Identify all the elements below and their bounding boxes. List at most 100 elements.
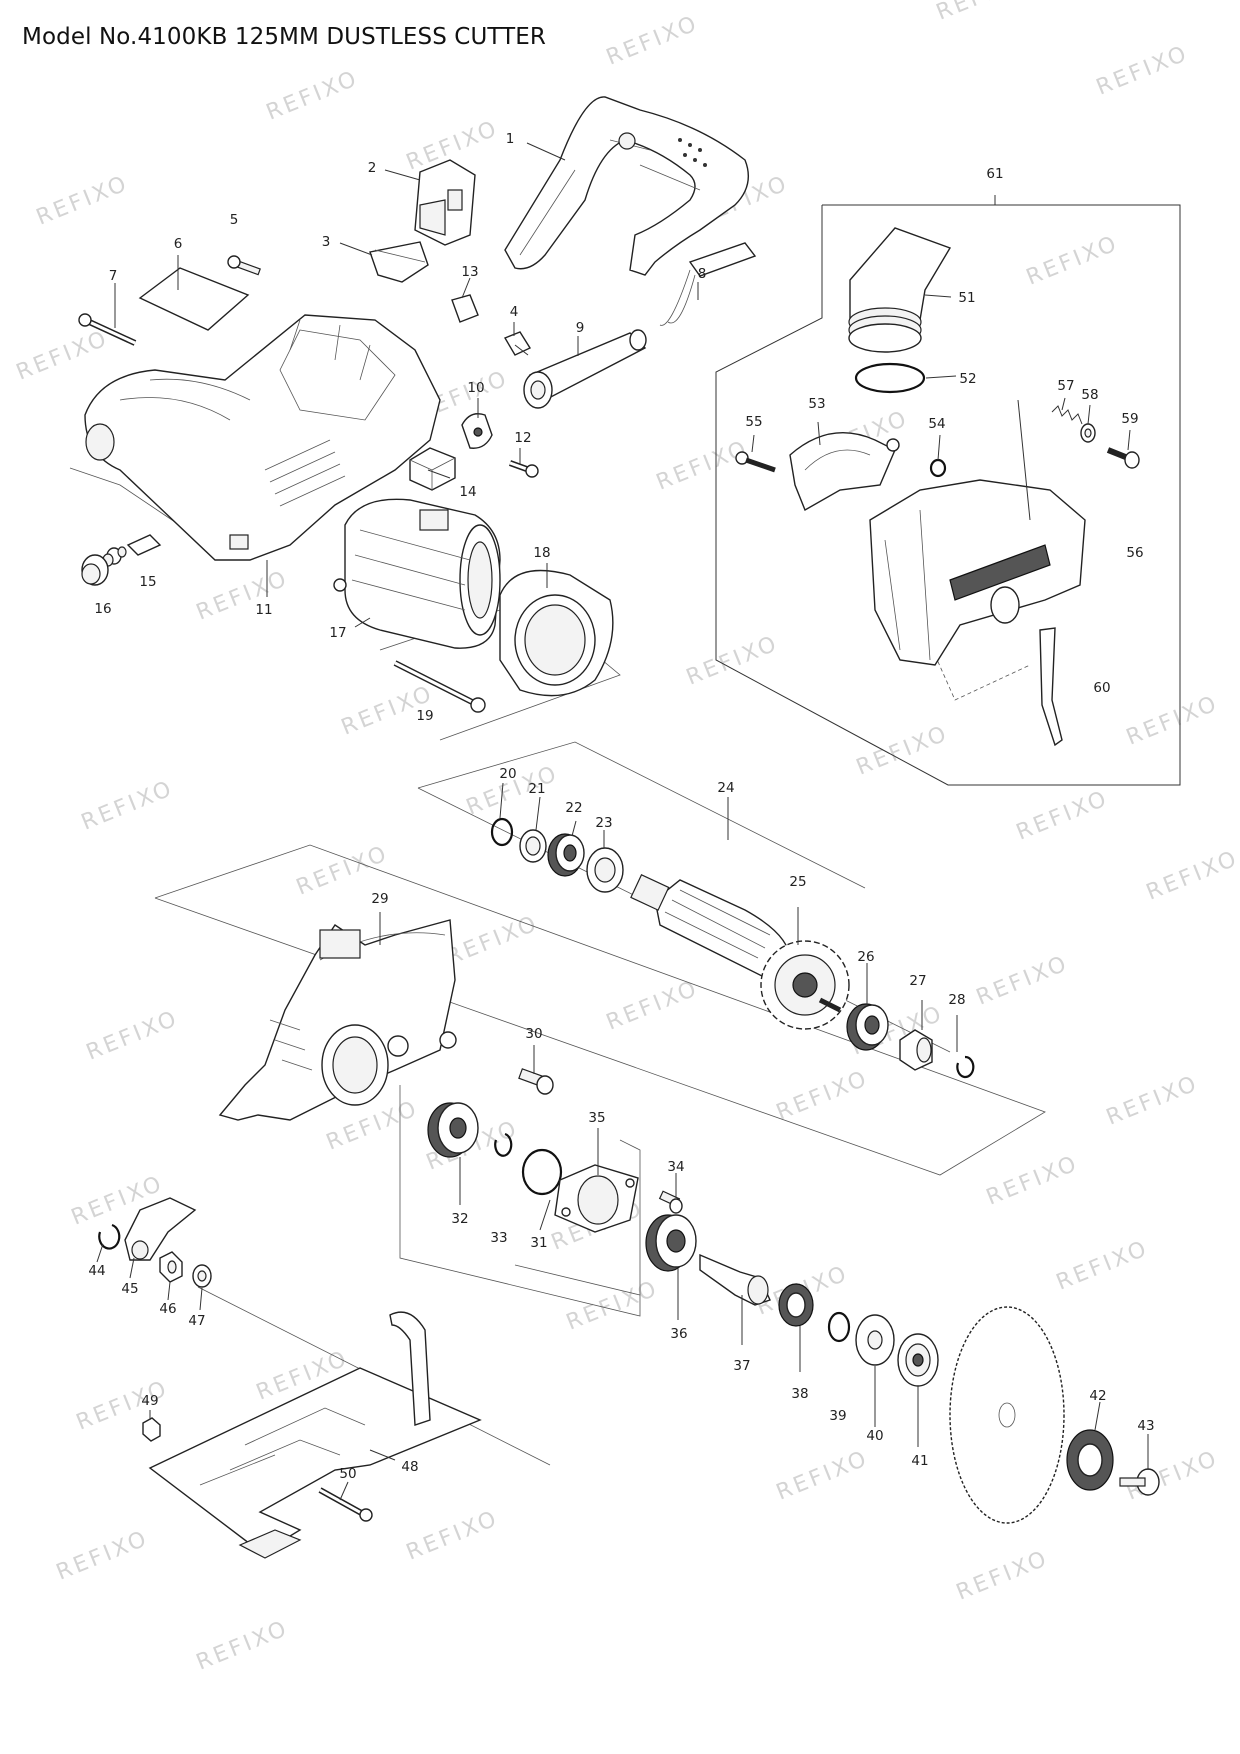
part-label-59: 59 [1121, 411, 1138, 427]
part-label-43: 43 [1137, 1418, 1154, 1434]
nut-part-46 [159, 1251, 183, 1283]
part-label-55: 55 [745, 414, 762, 430]
part-label-47: 47 [188, 1313, 205, 1329]
part-14 [409, 447, 456, 491]
part-label-24: 24 [717, 780, 734, 796]
part-label-35: 35 [588, 1110, 605, 1126]
part-label-32: 32 [451, 1211, 468, 1227]
part-label-15: 15 [139, 574, 156, 590]
watermark-text: REFIXO [1013, 786, 1113, 846]
part-label-61: 61 [986, 166, 1003, 182]
part-label-9: 9 [576, 320, 585, 336]
bearing-part-32 [427, 1102, 479, 1158]
part-label-53: 53 [808, 396, 825, 412]
nut-part-49 [142, 1417, 161, 1442]
o-ring-part-31 [521, 1148, 563, 1196]
leader-lines [96, 142, 1149, 1501]
spring-plate-part-60 [1039, 627, 1063, 747]
watermark-text: REFIXO [1123, 691, 1223, 751]
part-label-54: 54 [928, 416, 945, 432]
watermark-text: REFIXO [78, 776, 178, 836]
gear-housing-part-29 [218, 919, 457, 1121]
label-plate-part-6 [138, 267, 250, 331]
watermark-text: REFIXO [933, 0, 1033, 26]
washer-part-21 [519, 829, 547, 863]
screw-part-59 [1106, 447, 1140, 469]
watermark-text: REFIXO [953, 1546, 1053, 1606]
long-screw-part-7 [78, 313, 137, 346]
part-label-29: 29 [371, 891, 388, 907]
screw-part-55 [735, 451, 776, 473]
switch-lever-part-3 [369, 241, 429, 283]
watermark-text: REFIXO [13, 326, 113, 386]
screw-part-5 [227, 255, 261, 276]
watermark-text: REFIXO [973, 951, 1073, 1011]
part-label-18: 18 [533, 545, 550, 561]
circlip-part-28 [956, 1055, 975, 1079]
watermark-text: REFIXO [83, 1006, 183, 1066]
bearing-part-22 [547, 833, 585, 877]
watermark-text: REFIXO [1143, 846, 1240, 906]
switch-part-2 [414, 159, 476, 246]
handle-part-1 [504, 96, 749, 276]
part-label-27: 27 [909, 973, 926, 989]
bolt-part-43 [1119, 1468, 1160, 1496]
part-label-17: 17 [329, 625, 346, 641]
part-13 [451, 294, 479, 323]
part-label-20: 20 [499, 766, 516, 782]
part-10 [461, 413, 493, 449]
brush-cap-part-16 [81, 554, 109, 586]
watermark-text: REFIXO [263, 66, 363, 126]
part-label-41: 41 [911, 1453, 928, 1469]
part-label-34: 34 [667, 1159, 684, 1175]
part-label-38: 38 [791, 1386, 808, 1402]
washer-part-58 [1080, 423, 1096, 443]
part-4 [503, 331, 532, 356]
watermark-text: REFIXO [1023, 231, 1123, 291]
motor-housing-part-11 [84, 314, 441, 561]
part-label-5: 5 [230, 212, 239, 228]
baffle-part-18 [499, 569, 614, 697]
part-label-30: 30 [525, 1026, 542, 1042]
spindle-part-37 [699, 1253, 771, 1306]
watermark-text: REFIXO [193, 1616, 293, 1676]
washer-part-47 [192, 1264, 212, 1288]
part-label-22: 22 [565, 800, 582, 816]
part-label-39: 39 [829, 1408, 846, 1424]
part-label-40: 40 [866, 1428, 883, 1444]
circlip-part-33 [494, 1132, 513, 1157]
part-label-14: 14 [459, 484, 476, 500]
part-label-28: 28 [948, 992, 965, 1008]
wheel-guard-part-56 [869, 479, 1086, 666]
inner-flange-part-41 [897, 1333, 939, 1387]
part-label-52: 52 [959, 371, 976, 387]
o-ring-part-52 [854, 362, 926, 394]
watermark-text: REFIXO [563, 1276, 663, 1336]
watermark-text: REFIXO [1103, 1071, 1203, 1131]
part-label-57: 57 [1057, 378, 1074, 394]
part-label-25: 25 [789, 874, 806, 890]
carbon-brush-part-15 [102, 534, 162, 567]
part-label-4: 4 [510, 304, 519, 320]
part-label-7: 7 [109, 268, 118, 284]
watermark-text: REFIXO [773, 1446, 873, 1506]
spring-part-57 [1051, 405, 1083, 425]
watermark-text: REFIXO [603, 976, 703, 1036]
part-label-42: 42 [1089, 1388, 1106, 1404]
washer-part-40 [855, 1314, 895, 1366]
part-label-60: 60 [1093, 680, 1110, 696]
o-ring-part-39 [827, 1311, 851, 1343]
retaining-ring-part-44 [98, 1223, 121, 1250]
part-label-10: 10 [467, 380, 484, 396]
outer-flange-part-42 [1066, 1429, 1114, 1491]
part-label-21: 21 [528, 781, 545, 797]
part-label-36: 36 [670, 1326, 687, 1342]
part-label-26: 26 [857, 949, 874, 965]
part-label-46: 46 [159, 1301, 176, 1317]
part-label-56: 56 [1126, 545, 1143, 561]
watermark-text: REFIXO [403, 1506, 503, 1566]
part-label-1: 1 [506, 131, 515, 147]
part-label-2: 2 [368, 160, 377, 176]
part-label-44: 44 [88, 1263, 105, 1279]
